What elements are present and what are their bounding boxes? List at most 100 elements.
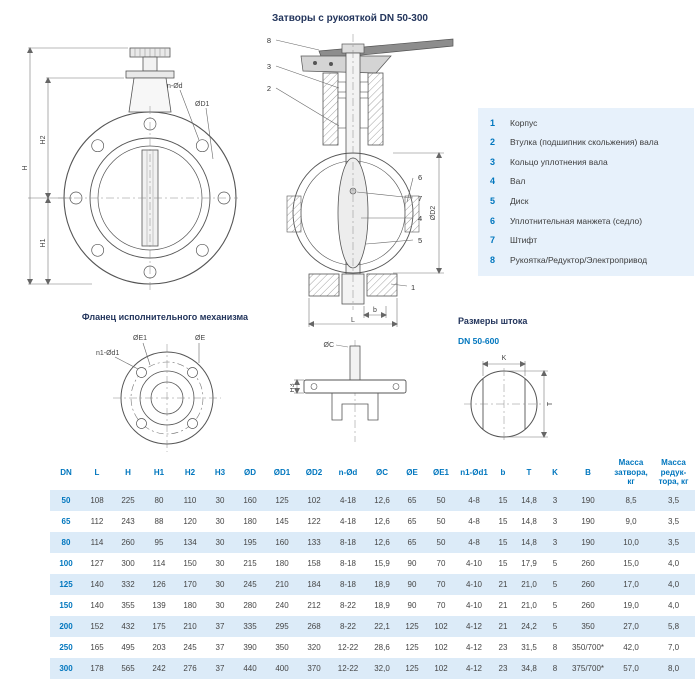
callout-6: 6 bbox=[418, 173, 422, 182]
data-cell: 80 bbox=[144, 489, 174, 511]
callout-8: 8 bbox=[267, 36, 271, 45]
data-cell: 70 bbox=[436, 600, 446, 610]
dim-label-h1: H1 bbox=[40, 238, 47, 247]
data-cell: 15,0 bbox=[623, 558, 639, 568]
data-cell: 17,9 bbox=[521, 558, 537, 568]
data-cell: 8-22 bbox=[330, 615, 366, 637]
data-cell: 140 bbox=[90, 600, 104, 610]
data-cell: 34,8 bbox=[514, 657, 544, 679]
column-header: DN bbox=[50, 455, 82, 490]
data-cell: 4-10 bbox=[465, 558, 482, 568]
data-cell: 5 bbox=[552, 558, 558, 568]
valve-body-front-graphic bbox=[58, 106, 238, 292]
data-cell: 184 bbox=[298, 573, 330, 595]
data-cell: 320 bbox=[307, 642, 321, 652]
data-cell: 3 bbox=[544, 531, 566, 553]
data-cell: 268 bbox=[298, 615, 330, 637]
flange-leaders bbox=[114, 342, 200, 370]
legend-item-number: 6 bbox=[490, 215, 496, 226]
data-cell: 260 bbox=[581, 558, 595, 568]
column-header: Масса редук- тора, кг bbox=[652, 455, 695, 490]
legend-item-label: Штифт bbox=[510, 235, 538, 246]
data-cell: 12,6 bbox=[374, 516, 390, 526]
data-cell: 120 bbox=[183, 516, 197, 526]
data-cell: 15 bbox=[492, 489, 514, 511]
data-cell: 90 bbox=[398, 573, 426, 595]
callout-1: 1 bbox=[411, 283, 415, 292]
column-header: H1 bbox=[144, 455, 174, 490]
data-cell: 30 bbox=[206, 489, 234, 511]
data-cell: 245 bbox=[183, 642, 197, 652]
data-cell: 4,0 bbox=[667, 558, 680, 568]
dn-cell: 125 bbox=[50, 573, 82, 595]
dim-label-oc: ØC bbox=[324, 342, 335, 349]
data-cell: 215 bbox=[243, 558, 257, 568]
data-cell: 210 bbox=[266, 573, 298, 595]
data-cell: 24,2 bbox=[514, 615, 544, 637]
data-cell: 30 bbox=[215, 600, 225, 610]
data-cell: 125 bbox=[398, 615, 426, 637]
data-cell: 4-12 bbox=[465, 642, 482, 652]
dn-cell: 50 bbox=[50, 489, 82, 511]
data-cell: 90 bbox=[407, 558, 417, 568]
data-cell: 350 bbox=[275, 642, 289, 652]
column-header: L bbox=[82, 455, 112, 490]
dim-label-h: H bbox=[22, 165, 29, 170]
data-cell: 15 bbox=[492, 531, 514, 553]
data-cell: 210 bbox=[174, 615, 206, 637]
data-cell: 15,9 bbox=[374, 558, 390, 568]
stem-dn-range: DN 50-600 bbox=[458, 336, 500, 346]
data-cell: 3 bbox=[544, 489, 566, 511]
data-cell: 30 bbox=[206, 531, 234, 553]
data-cell: 50 bbox=[426, 489, 456, 511]
legend-item-label: Диск bbox=[510, 196, 529, 206]
actuator-mount-graphic bbox=[303, 340, 407, 442]
data-cell: 260 bbox=[566, 573, 610, 595]
data-cell: 8 bbox=[552, 642, 558, 652]
legend-item-number: 8 bbox=[490, 254, 496, 265]
data-cell: 134 bbox=[174, 531, 206, 553]
dn-cell: 300 bbox=[50, 657, 82, 679]
data-cell: 260 bbox=[581, 600, 595, 610]
data-cell: 3,5 bbox=[667, 516, 680, 526]
data-cell: 212 bbox=[307, 600, 321, 610]
actuator-flange-drawing: n1-Ød1 ØE1 ØE bbox=[96, 335, 221, 452]
data-cell: 139 bbox=[152, 600, 166, 610]
data-cell: 495 bbox=[121, 642, 135, 652]
data-cell: 4-8 bbox=[456, 531, 492, 553]
data-cell: 375/700* bbox=[566, 657, 610, 679]
data-cell: 12-22 bbox=[330, 657, 366, 679]
data-cell: 242 bbox=[144, 657, 174, 679]
dim-label-b: b bbox=[373, 307, 377, 314]
data-cell: 37 bbox=[215, 642, 225, 652]
data-cell: 240 bbox=[275, 600, 289, 610]
data-cell: 243 bbox=[121, 516, 135, 526]
data-cell: 195 bbox=[234, 531, 266, 553]
legend-item-number: 7 bbox=[490, 235, 496, 246]
data-cell: 126 bbox=[144, 573, 174, 595]
data-cell: 5 bbox=[544, 615, 566, 637]
data-cell: 133 bbox=[298, 531, 330, 553]
data-cell: 57,0 bbox=[610, 657, 652, 679]
data-cell: 125 bbox=[398, 657, 426, 679]
data-cell: 4-8 bbox=[456, 489, 492, 511]
data-cell: 4-18 bbox=[339, 516, 356, 526]
callout-2: 2 bbox=[267, 84, 271, 93]
data-cell: 21 bbox=[498, 600, 508, 610]
data-cell: 5,8 bbox=[652, 615, 695, 637]
callout-7: 7 bbox=[418, 194, 422, 203]
data-cell: 14,8 bbox=[514, 531, 544, 553]
dim-label-oe: ØE bbox=[195, 335, 205, 342]
data-cell: 110 bbox=[174, 489, 206, 511]
column-header: ØE bbox=[398, 455, 426, 490]
data-cell: 8 bbox=[544, 657, 566, 679]
data-cell: 30 bbox=[206, 573, 234, 595]
data-cell: 21 bbox=[492, 573, 514, 595]
legend-item-label: Кольцо уплотнения вала bbox=[510, 156, 608, 167]
